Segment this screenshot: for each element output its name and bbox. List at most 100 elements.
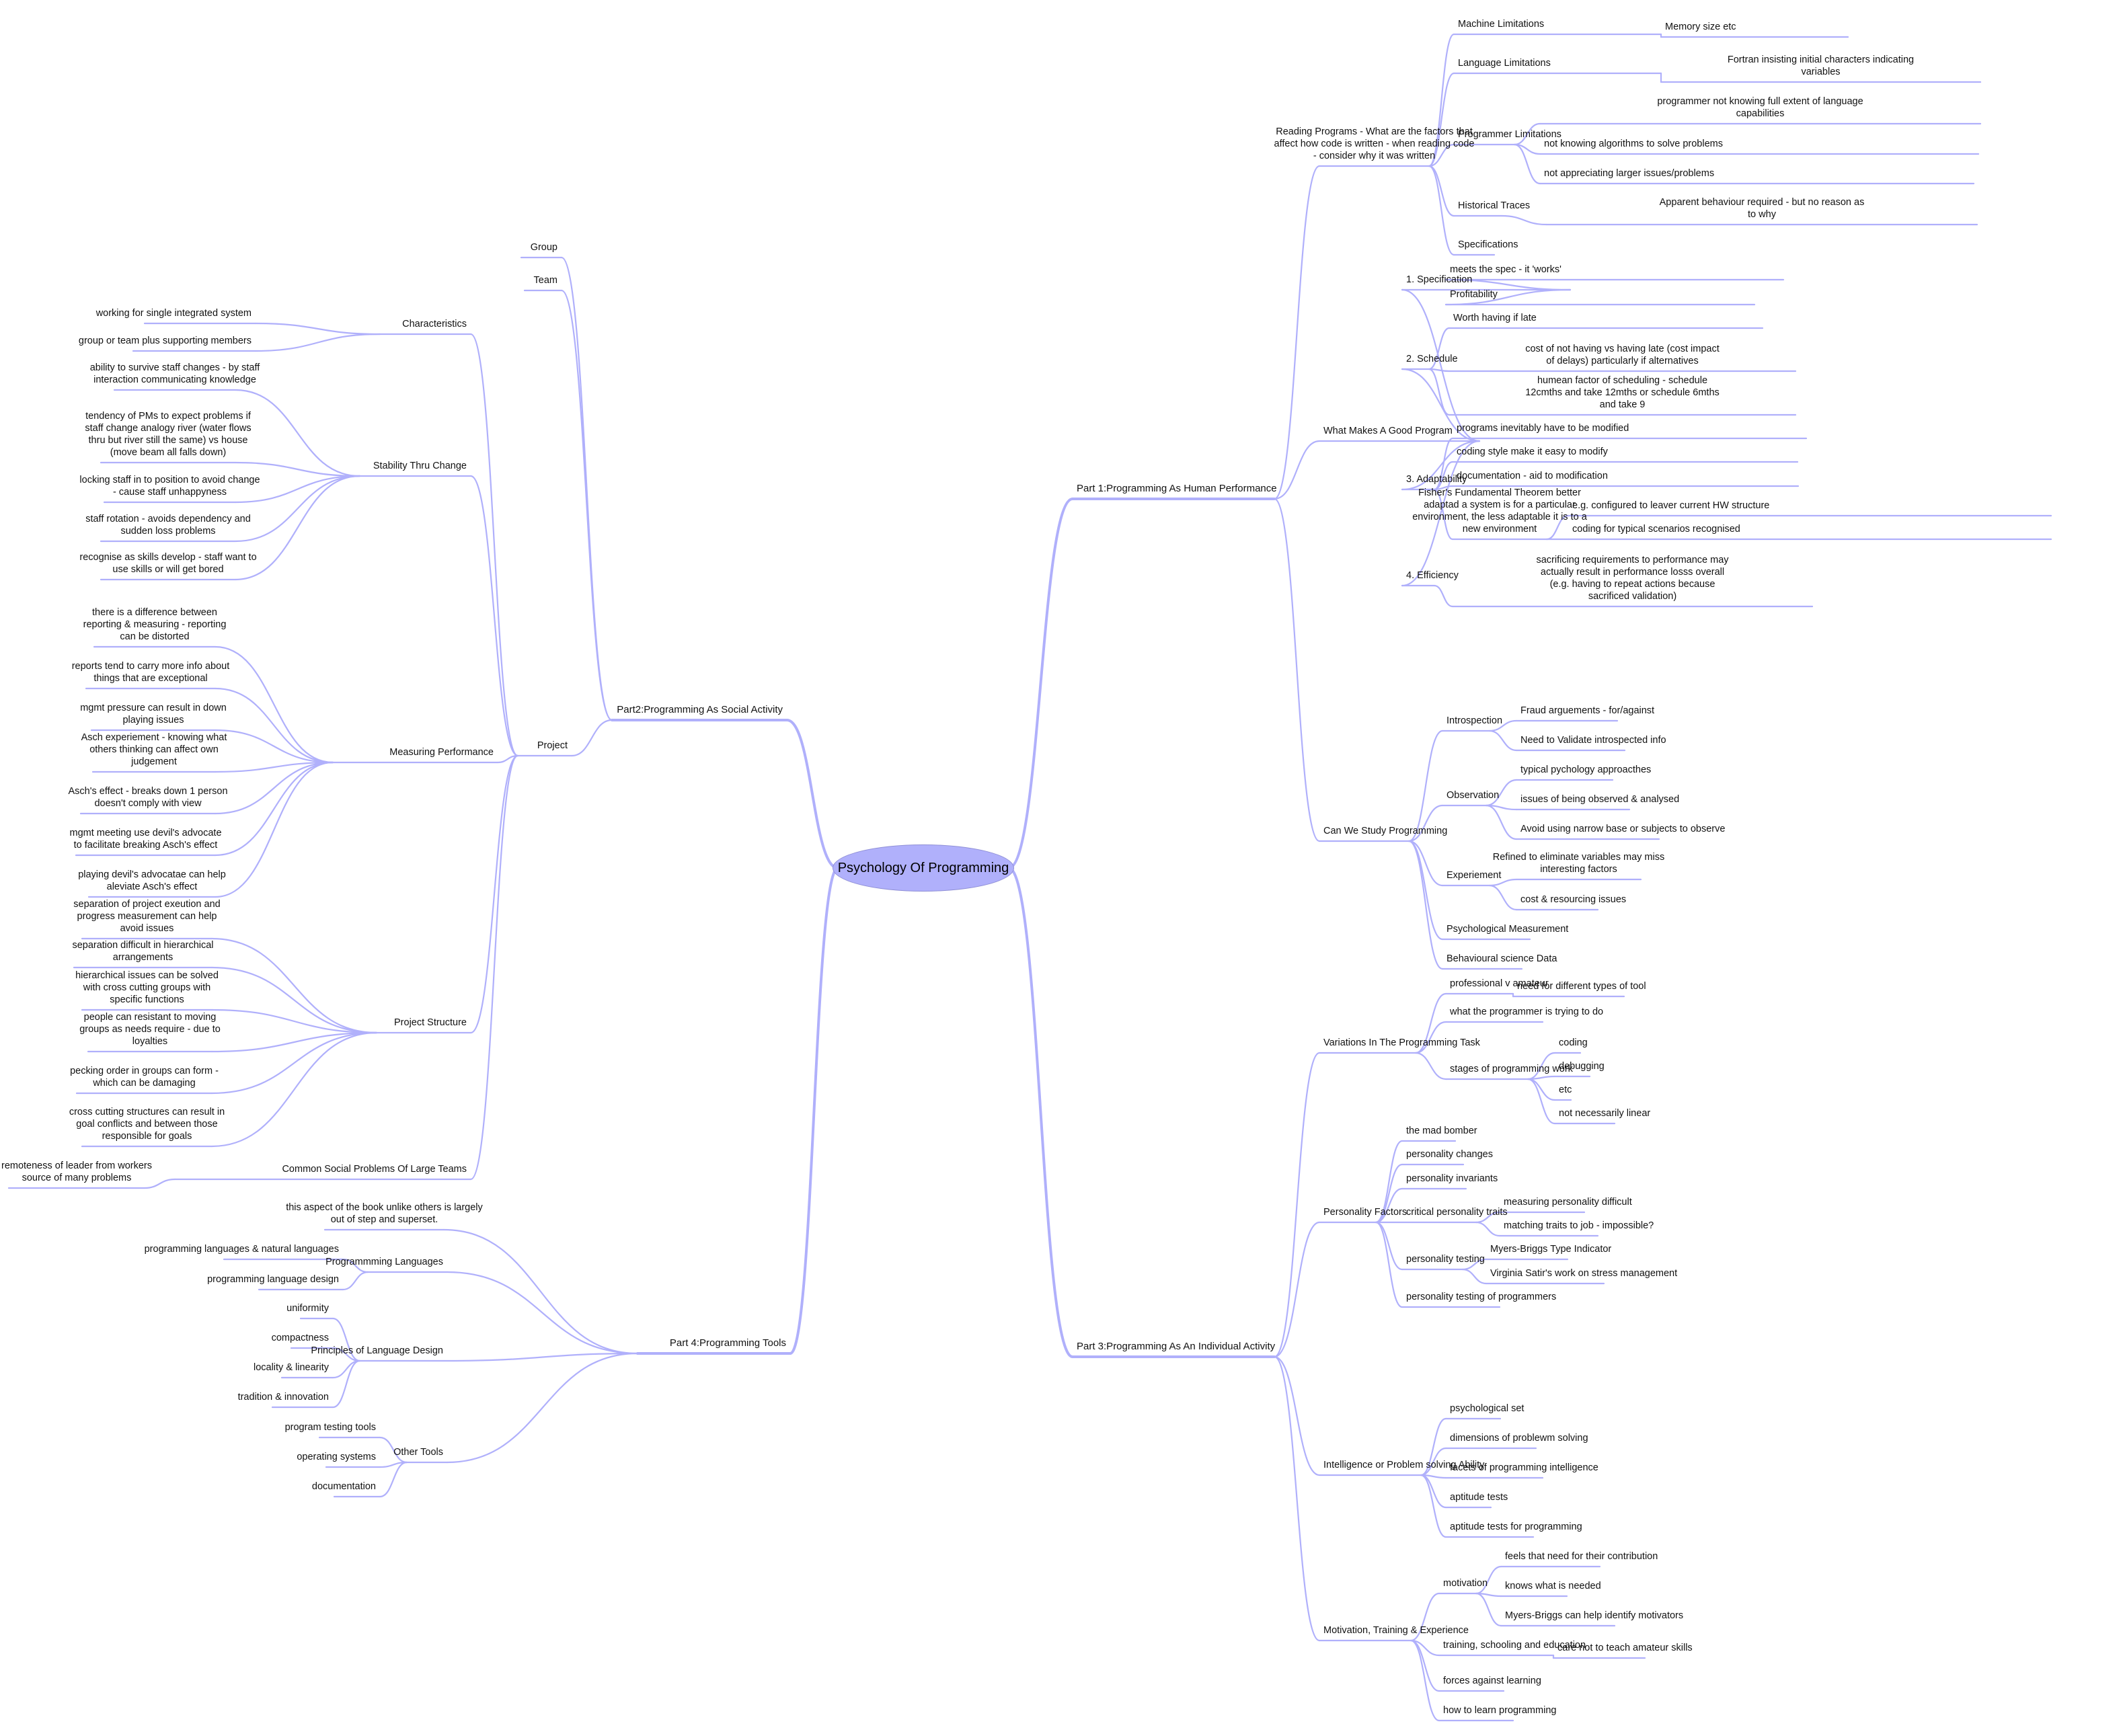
node-p1a1a[interactable]: Memory size etc: [1665, 21, 1736, 33]
node-p1b4a[interactable]: sacrificing requirements to performance …: [1532, 554, 1734, 602]
node-p1c3b[interactable]: cost & resourcing issues: [1520, 894, 1626, 906]
node-p4c[interactable]: Principles of Language Design: [311, 1345, 443, 1357]
node-p3a[interactable]: Variations In The Programming Task: [1323, 1037, 1480, 1049]
node-p1a2[interactable]: Language Limitations: [1458, 57, 1551, 69]
node-p2c4d[interactable]: people can resistant to moving groups as…: [69, 1011, 231, 1048]
node-p1b3[interactable]: 3. Adaptability: [1406, 473, 1467, 485]
node-p1b3c[interactable]: documentation - aid to modification: [1457, 470, 1608, 482]
node-p1b3d[interactable]: Fisher's Fundamental Theorem better adap…: [1402, 487, 1597, 535]
node-p2c5[interactable]: Common Social Problems Of Large Teams: [282, 1163, 467, 1175]
node-p4b2[interactable]: programming language design: [207, 1273, 339, 1286]
node-p2c2[interactable]: Stability Thru Change: [373, 460, 467, 472]
node-p1c5[interactable]: Behavioural science Data: [1447, 953, 1557, 965]
root-node[interactable]: Psychology Of Programming: [833, 844, 1014, 892]
node-p3b5a[interactable]: Myers-Briggs Type Indicator: [1490, 1243, 1611, 1255]
node-p2c3c[interactable]: mgmt pressure can result in down playing…: [73, 702, 234, 726]
node-p1c2b[interactable]: issues of being observed & analysed: [1520, 793, 1679, 805]
node-p1c2a[interactable]: typical pychology approacthes: [1520, 764, 1651, 776]
node-p2c4f[interactable]: cross cutting structures can result in g…: [67, 1106, 228, 1142]
node-p4b1[interactable]: programming languages & natural language…: [145, 1243, 339, 1255]
node-p4d1[interactable]: program testing tools: [285, 1421, 376, 1433]
node-p3b4[interactable]: critical personality traits: [1406, 1206, 1508, 1218]
node-p2c4a[interactable]: separation of project exeution and progr…: [67, 898, 228, 935]
node-p3a1a[interactable]: need for different types of tool: [1517, 980, 1646, 992]
node-p3a3[interactable]: stages of programming work: [1450, 1063, 1573, 1075]
node-p1a4[interactable]: Historical Traces: [1458, 200, 1530, 212]
node-p3c4[interactable]: aptitude tests: [1450, 1491, 1508, 1503]
node-p1b3d1[interactable]: e.g. configured to leaver current HW str…: [1572, 500, 1769, 512]
node-p2c2a[interactable]: ability to survive staff changes - by st…: [84, 362, 266, 386]
node-p3d1b[interactable]: knows what is needed: [1505, 1580, 1601, 1592]
node-p3d2a[interactable]: care not to teach amateur skills: [1557, 1642, 1693, 1654]
node-p3a3a[interactable]: coding: [1559, 1037, 1588, 1049]
node-p1a3b[interactable]: not knowing algorithms to solve problems: [1544, 138, 1723, 150]
node-p2c3d[interactable]: Asch experiement - knowing what others t…: [73, 732, 235, 768]
node-p2c3f[interactable]: mgmt meeting use devil's advocate to fac…: [65, 827, 227, 851]
node-p3a3c[interactable]: etc: [1559, 1084, 1572, 1096]
node-p2c5a[interactable]: remoteness of leader from workers source…: [0, 1160, 157, 1184]
node-p4d[interactable]: Other Tools: [393, 1446, 443, 1458]
node-p1b2[interactable]: 2. Schedule: [1406, 353, 1458, 365]
node-p2c4e[interactable]: pecking order in groups can form - which…: [64, 1065, 225, 1089]
node-p1b[interactable]: What Makes A Good Program: [1323, 425, 1453, 437]
node-p3d1c[interactable]: Myers-Briggs can help identify motivator…: [1505, 1610, 1683, 1622]
node-p2c1a[interactable]: working for single integrated system: [96, 307, 252, 319]
node-p3a2[interactable]: what the programmer is trying to do: [1450, 1006, 1603, 1018]
node-p1c1b[interactable]: Need to Validate introspected info: [1520, 734, 1666, 746]
node-p3c2[interactable]: dimensions of problewm solving: [1450, 1432, 1588, 1444]
node-p4a[interactable]: this aspect of the book unlike others is…: [284, 1201, 486, 1226]
node-p3b6[interactable]: personality testing of programmers: [1406, 1291, 1556, 1303]
node-p1c1[interactable]: Introspection: [1447, 715, 1502, 727]
node-p1b3d2[interactable]: coding for typical scenarios recognised: [1572, 523, 1740, 535]
node-p3d[interactable]: Motivation, Training & Experience: [1323, 1624, 1469, 1636]
node-p1b2b[interactable]: cost of not having vs having late (cost …: [1522, 343, 1724, 367]
node-p3d4[interactable]: how to learn programming: [1443, 1704, 1556, 1717]
node-p4c2[interactable]: compactness: [272, 1332, 329, 1344]
node-p3d1[interactable]: motivation: [1443, 1577, 1488, 1589]
node-p1a3c[interactable]: not appreciating larger issues/problems: [1544, 167, 1714, 180]
node-p3c[interactable]: Intelligence or Problem solving Ability: [1323, 1459, 1484, 1471]
node-p1a4a[interactable]: Apparent behaviour required - but no rea…: [1658, 196, 1866, 221]
node-p3b4a[interactable]: measuring personality difficult: [1504, 1196, 1632, 1208]
node-p2c2c[interactable]: locking staff in to position to avoid ch…: [79, 474, 261, 498]
node-p1c[interactable]: Can We Study Programming: [1323, 825, 1447, 837]
node-p1b1b[interactable]: Profitability: [1450, 288, 1498, 301]
node-p4c4[interactable]: tradition & innovation: [238, 1391, 329, 1403]
node-p1b4[interactable]: 4. Efficiency: [1406, 569, 1459, 582]
node-p2c1b[interactable]: group or team plus supporting members: [79, 335, 252, 347]
node-p3b5[interactable]: personality testing: [1406, 1253, 1485, 1265]
node-p4c3[interactable]: locality & linearity: [254, 1362, 329, 1374]
node-p3b2[interactable]: personality changes: [1406, 1148, 1493, 1160]
node-p2c3g[interactable]: playing devil's advocatae can help alevi…: [71, 869, 233, 893]
node-p2c4[interactable]: Project Structure: [394, 1017, 467, 1029]
node-p1b3a[interactable]: programs inevitably have to be modified: [1457, 422, 1629, 434]
node-p4[interactable]: Part 4:Programming Tools: [670, 1337, 786, 1349]
node-p1c3[interactable]: Experiement: [1447, 869, 1501, 881]
node-p3b1[interactable]: the mad bomber: [1406, 1125, 1477, 1137]
node-p2c2b[interactable]: tendency of PMs to expect problems if st…: [77, 410, 259, 459]
node-p1c2c[interactable]: Avoid using narrow base or subjects to o…: [1520, 823, 1725, 835]
node-p3a1[interactable]: professional v amateur: [1450, 978, 1549, 990]
node-p1c2[interactable]: Observation: [1447, 789, 1499, 801]
node-p2c1[interactable]: Characteristics: [402, 318, 467, 330]
node-p2a[interactable]: Group: [531, 241, 557, 253]
node-p3b3[interactable]: personality invariants: [1406, 1173, 1498, 1185]
node-p1a[interactable]: Reading Programs - What are the factors …: [1274, 126, 1475, 162]
node-p4c1[interactable]: uniformity: [286, 1302, 329, 1314]
node-p1a1[interactable]: Machine Limitations: [1458, 18, 1544, 30]
node-p3c3[interactable]: facets of programming intelligence: [1450, 1462, 1598, 1474]
node-p2c3e[interactable]: Asch's effect - breaks down 1 person doe…: [67, 785, 229, 810]
node-p1b1a[interactable]: meets the spec - it 'works': [1450, 264, 1561, 276]
node-p3b4b[interactable]: matching traits to job - impossible?: [1504, 1220, 1654, 1232]
node-p2c3b[interactable]: reports tend to carry more info about th…: [70, 660, 231, 684]
node-p2c[interactable]: Project: [537, 740, 568, 752]
node-p1b1[interactable]: 1. Specification: [1406, 274, 1472, 286]
node-p3[interactable]: Part 3:Programming As An Individual Acti…: [1077, 1341, 1275, 1353]
node-p3d3[interactable]: forces against learning: [1443, 1675, 1541, 1687]
node-p1[interactable]: Part 1:Programming As Human Performance: [1077, 483, 1277, 495]
node-p3b5b[interactable]: Virginia Satir's work on stress manageme…: [1490, 1267, 1677, 1279]
node-p1b2c[interactable]: humean factor of scheduling - schedule 1…: [1522, 374, 1724, 411]
node-p4b[interactable]: Programmming Languages: [325, 1256, 443, 1268]
node-p1c3a[interactable]: Refined to eliminate variables may miss …: [1485, 851, 1673, 875]
node-p3b[interactable]: Personality Factors: [1323, 1206, 1407, 1218]
